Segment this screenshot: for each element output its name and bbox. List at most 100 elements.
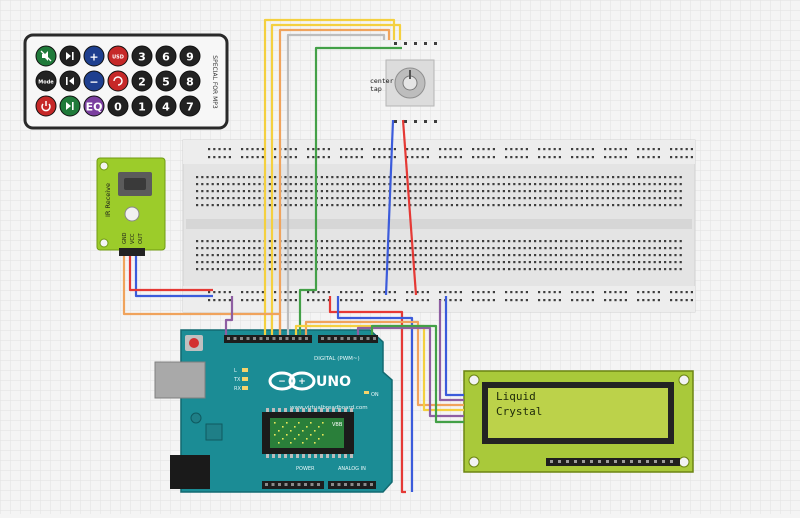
wire-blue-ir[interactable] [134,256,213,298]
eq-icon[interactable]: EQ [83,95,105,117]
mount-hole [678,456,690,468]
status-led-icon [242,386,248,390]
analog-label: ANALOG IN [338,466,366,472]
digit-icon[interactable]: 9 [179,45,201,67]
svg-text:−: − [278,377,286,387]
mount-hole [99,238,109,248]
status-led-label: RX [234,386,241,392]
play-next-icon[interactable] [59,45,81,67]
breadboard-top-rail [183,140,695,164]
wire-purple-arduino[interactable] [224,296,234,335]
repeat-icon[interactable] [107,70,129,92]
pot-label-line2: tap [370,85,382,93]
digit-icon[interactable]: 6 [155,45,177,67]
mode-icon[interactable]: Mode [35,70,57,92]
status-leds: L TX RX [233,368,248,392]
remote-button-label: EQ [86,101,103,114]
wire-yellow-1[interactable] [263,18,396,335]
status-led-label: L [234,368,237,374]
wire-green-lcd[interactable] [370,324,464,424]
usd-label-icon[interactable]: USD [107,45,129,67]
wire-blue-lcd[interactable] [444,296,464,397]
digit-icon[interactable]: 0 [107,95,129,117]
lcd-module[interactable]: Liquid Crystal [463,370,694,473]
remote-button-label: 8 [186,76,194,89]
remote-button-label: 3 [138,51,146,64]
svg-text:+: + [298,377,306,387]
digit-icon[interactable]: 2 [131,70,153,92]
pot-pins-top [394,42,437,45]
ir-module-title: IR Receive [104,183,112,217]
wire-yellow-2[interactable] [270,23,402,335]
breadboard-holes [196,148,693,302]
wire-red-arduino[interactable] [328,296,406,494]
remote-button-label: 1 [138,101,146,114]
breadboard-center-channel [186,219,692,229]
digit-icon[interactable]: 7 [179,95,201,117]
led-icon [124,206,140,222]
status-led-label: TX [233,377,241,383]
remote-button-label: 7 [186,101,194,114]
wires [122,18,464,494]
minus-icon[interactable]: − [83,70,105,92]
power-label: POWER [296,466,315,472]
ir-pin-header [119,248,145,256]
remote-button-label: 0 [114,101,122,114]
ir-pin-label: OUT [138,232,144,244]
rewind-icon[interactable] [59,70,81,92]
arduino-infinity-logo-icon: − + [268,371,316,391]
pot-label-line1: center [370,77,394,85]
potentiometer[interactable]: center tap [370,42,437,123]
digit-icon[interactable]: 5 [155,70,177,92]
power-icon[interactable] [35,95,57,117]
digit-icon[interactable]: 1 [131,95,153,117]
mount-hole [678,374,690,386]
mount-hole [468,374,480,386]
digit-icon[interactable]: 4 [155,95,177,117]
mount-hole [99,161,109,171]
wire-purple-lcd[interactable] [356,326,464,418]
chip-text: VBB [332,422,343,428]
wire-green[interactable] [298,46,402,335]
header-pins [227,337,376,486]
ir-pin-label: GND [122,232,128,244]
status-led-icon [242,377,248,381]
chip-pattern [274,422,324,444]
ir-pin-label: VCC [130,233,136,244]
wire-purple-lcd-2[interactable] [438,300,464,402]
wire-blue-pot[interactable] [384,119,395,296]
remote-button-label: 6 [162,51,170,64]
wire-red-ir[interactable] [128,256,213,292]
board-brand: UNO [316,374,351,390]
power-jack [170,455,210,489]
on-label: ON [371,392,379,398]
wire-blue-arduino[interactable] [336,296,414,492]
digit-icon[interactable]: 3 [131,45,153,67]
usb-port [154,361,206,399]
remote-side-text: SPECIAL FOR MP3 [211,55,218,109]
remote-button-label: − [89,76,98,89]
remote-button-label: Mode [38,80,54,86]
remote-button-label: + [89,51,98,64]
arduino-uno-board[interactable]: − + UNO DIGITAL (PWM~) www.virtualbreadb… [154,329,393,493]
play-pause-icon[interactable] [59,95,81,117]
lcd-pins [550,460,673,463]
digit-icon[interactable]: 8 [179,70,201,92]
chip-pins [266,408,353,458]
wire-red-pot[interactable] [401,119,418,296]
wire-gray[interactable] [286,33,386,335]
remote-button-label: 2 [138,76,146,89]
plus-icon[interactable]: + [83,45,105,67]
wire-orange-pot[interactable] [278,28,391,335]
mute-icon[interactable] [35,45,57,67]
pot-pins-bottom [394,120,437,123]
breadboard[interactable] [182,139,696,313]
wire-orange-ir[interactable] [122,256,282,335]
remote-button-label: 9 [186,51,194,64]
